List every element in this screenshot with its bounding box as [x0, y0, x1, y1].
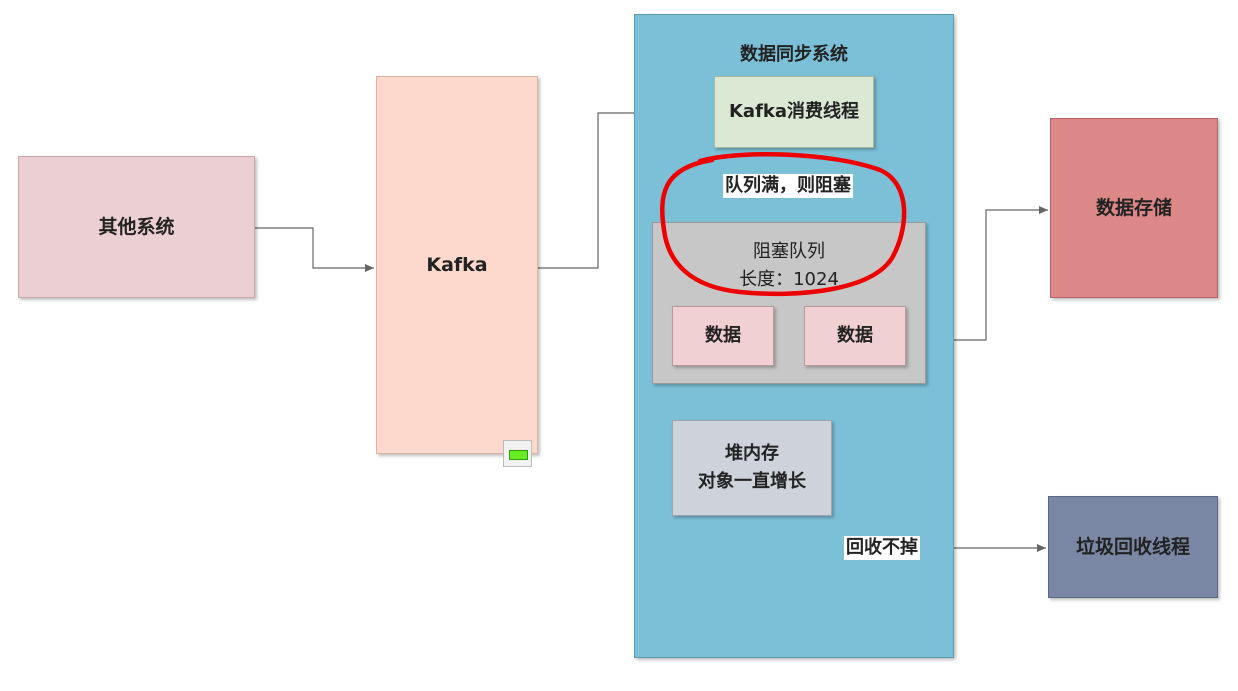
edge-label-queue-full: 队列满，则阻塞 — [723, 174, 853, 198]
sync-system-title: 数据同步系统 — [740, 44, 848, 65]
node-blocking-queue-label: 阻塞队列 长度：1024 — [739, 241, 839, 290]
node-heap[interactable]: 堆内存 对象一直增长 — [672, 420, 832, 516]
node-data-storage-label: 数据存储 — [1095, 197, 1172, 219]
node-kafka-consumer-label: Kafka消费线程 — [728, 101, 860, 122]
node-data-2-label: 数据 — [837, 325, 873, 346]
node-data-1[interactable]: 数据 — [672, 306, 774, 366]
node-data-storage[interactable]: 数据存储 — [1050, 118, 1218, 298]
node-other-system[interactable]: 其他系统 — [18, 156, 255, 298]
node-gc-thread[interactable]: 垃圾回收线程 — [1048, 496, 1218, 598]
edge-label-not-collected: 回收不掉 — [844, 536, 920, 560]
green-bar-icon — [503, 440, 532, 467]
edge-other-to-kafka — [255, 227, 374, 272]
node-heap-label: 堆内存 对象一直增长 — [698, 443, 806, 492]
node-kafka-label: Kafka — [426, 254, 488, 276]
node-data-2[interactable]: 数据 — [804, 306, 906, 366]
edge-sync-to-storage — [954, 206, 1048, 341]
node-other-system-label: 其他系统 — [98, 216, 175, 238]
node-gc-thread-label: 垃圾回收线程 — [1075, 536, 1190, 558]
node-kafka-consumer[interactable]: Kafka消费线程 — [714, 76, 874, 148]
node-data-1-label: 数据 — [705, 325, 741, 346]
node-kafka[interactable]: Kafka — [376, 76, 538, 454]
